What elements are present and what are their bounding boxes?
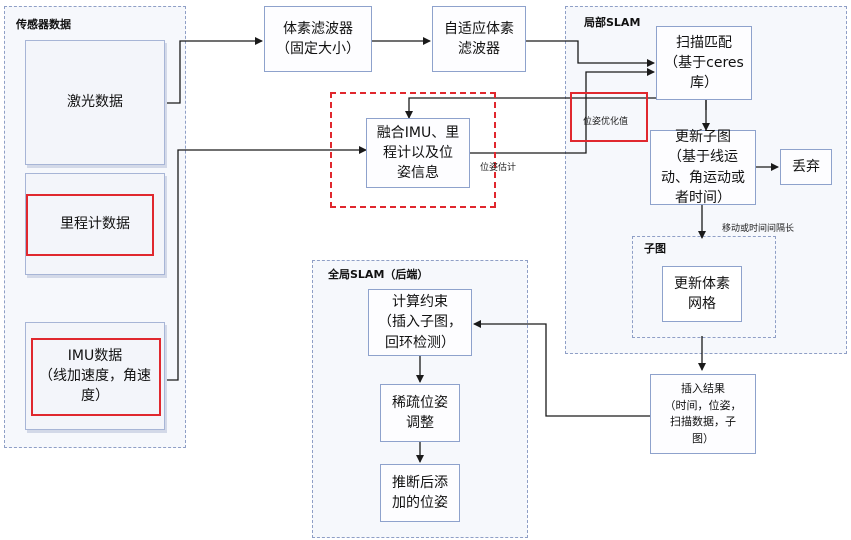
update-voxel-grid-box: 更新体素 网格 bbox=[662, 266, 742, 322]
imu-data-box: IMU数据 （线加速度，角速 度） bbox=[25, 322, 165, 430]
update-voxel-grid-label: 更新体素 网格 bbox=[674, 275, 730, 312]
sensor-data-group-label: 传感器数据 bbox=[16, 18, 71, 31]
local-slam-group-label: 局部SLAM bbox=[584, 16, 641, 29]
adaptive-voxel-filter-box: 自适应体素 滤波器 bbox=[432, 6, 526, 72]
discard-label: 丢弃 bbox=[792, 158, 820, 175]
laser-data-label: 激光数据 bbox=[67, 94, 123, 111]
adaptive-voxel-filter-label: 自适应体素 滤波器 bbox=[444, 20, 514, 57]
voxel-filter-label: 体素滤波器 （固定大小） bbox=[276, 20, 360, 57]
inferred-pose-box: 推断后添 加的位姿 bbox=[380, 464, 460, 522]
edge-pose-opt-to-fuse bbox=[405, 97, 707, 119]
edge-fuse-to-scan bbox=[470, 68, 655, 154]
move-or-time-label: 移动或时间间隔长 bbox=[722, 224, 795, 234]
edge-odom-imu-to-fuse bbox=[162, 146, 367, 381]
fusion-label: 融合IMU、里 程计以及位 姿信息 bbox=[376, 124, 460, 182]
scan-matching-label: 扫描匹配 （基于ceres 库） bbox=[664, 34, 744, 92]
global-slam-group-label: 全局SLAM（后端） bbox=[328, 268, 429, 281]
edge-laser-to-voxel bbox=[165, 37, 263, 104]
imu-highlight bbox=[31, 338, 161, 416]
sparse-pose-adjustment-label: 稀疏位姿 调整 bbox=[392, 394, 448, 431]
compute-constraints-label: 计算约束 （插入子图， 回环检测） bbox=[378, 294, 462, 351]
insert-result-label: 插入结果 （时间，位姿， 扫描数据，子 图） bbox=[664, 382, 742, 445]
pose-optimization-label: 位姿优化值 bbox=[583, 117, 629, 127]
update-submap-box: 更新子图 （基于线运 动、角运动或 者时间） bbox=[650, 128, 756, 206]
edge-insert-to-constraint bbox=[473, 320, 650, 417]
submap-group-label: 子图 bbox=[644, 242, 666, 255]
pose-opt-highlight bbox=[570, 92, 648, 142]
odometry-data-box: 里程计数据 bbox=[25, 173, 165, 275]
edge-adaptive-to-scan bbox=[526, 40, 655, 67]
imu-data-label: IMU数据 （线加速度，角速 度） bbox=[39, 347, 151, 405]
update-submap-label: 更新子图 （基于线运 动、角运动或 者时间） bbox=[661, 128, 745, 206]
fusion-box: 融合IMU、里 程计以及位 姿信息 bbox=[366, 118, 470, 188]
sparse-pose-adjustment-box: 稀疏位姿 调整 bbox=[380, 384, 460, 442]
odometry-highlight bbox=[26, 194, 154, 256]
compute-constraints-box: 计算约束 （插入子图， 回环检测） bbox=[368, 289, 472, 356]
odometry-data-label: 里程计数据 bbox=[60, 215, 130, 232]
voxel-filter-box: 体素滤波器 （固定大小） bbox=[264, 6, 372, 72]
discard-box: 丢弃 bbox=[780, 149, 832, 185]
scan-matching-box: 扫描匹配 （基于ceres 库） bbox=[656, 26, 752, 100]
insert-result-box: 插入结果 （时间，位姿， 扫描数据，子 图） bbox=[650, 374, 756, 454]
laser-data-box: 激光数据 bbox=[25, 40, 165, 165]
pose-estimate-label: 位姿估计 bbox=[480, 163, 517, 173]
inferred-pose-label: 推断后添 加的位姿 bbox=[392, 474, 448, 511]
fusion-highlight bbox=[330, 92, 496, 208]
